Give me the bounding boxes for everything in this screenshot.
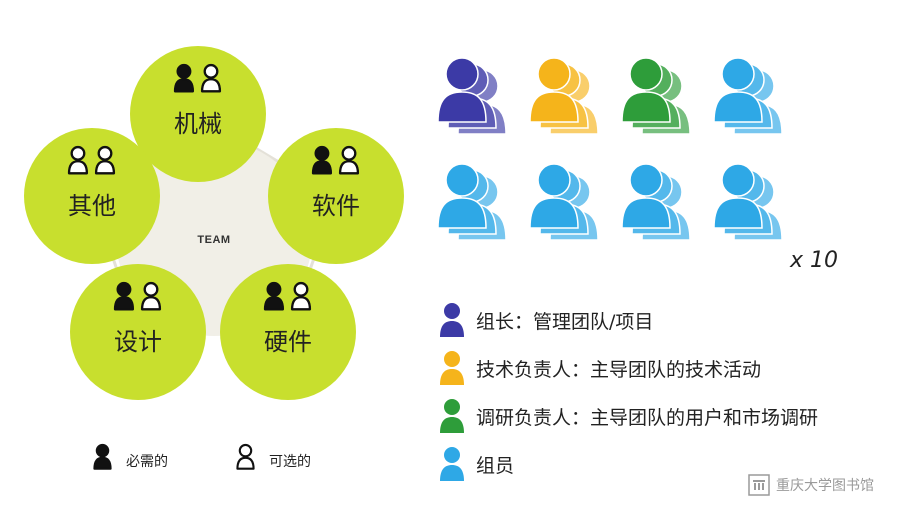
optional-person-icon	[290, 281, 312, 311]
role-item: 组员	[438, 440, 818, 488]
optional-person-icon	[200, 63, 222, 93]
discipline-circle	[268, 128, 404, 264]
role-description: 调研负责人：主导团队的用户和市场调研	[476, 406, 819, 429]
member-stack-icon	[621, 57, 691, 135]
legend-optional-label: 可选的	[269, 454, 311, 470]
discipline-node: 机械	[130, 46, 266, 182]
optional-person-icon	[94, 145, 116, 175]
discipline-label: 硬件	[264, 328, 312, 356]
discipline-node: 软件	[268, 128, 404, 264]
required-person-icon	[173, 63, 195, 93]
discipline-circle	[70, 264, 206, 400]
required-person-icon	[263, 281, 285, 311]
diagram-legend: 必需的 可选的	[93, 443, 311, 470]
member-stack-icon	[713, 163, 783, 241]
role-item: 调研负责人：主导团队的用户和市场调研	[438, 392, 818, 440]
role-person-icon	[440, 351, 464, 385]
role-description: 组长：管理团队/项目	[476, 310, 654, 333]
discipline-node: 硬件	[220, 264, 356, 400]
role-person-icon	[440, 447, 464, 481]
discipline-circle	[130, 46, 266, 182]
member-stack-icon	[437, 163, 507, 241]
discipline-circle	[220, 264, 356, 400]
required-person-icon	[311, 145, 333, 175]
role-person-icon	[440, 399, 464, 433]
optional-person-icon	[236, 443, 255, 470]
optional-person-icon	[338, 145, 360, 175]
team-center-label: TEAM	[197, 234, 230, 246]
member-stack-icon	[621, 163, 691, 241]
discipline-label: 机械	[174, 110, 222, 138]
member-grid	[437, 57, 783, 241]
role-item: 技术负责人：主导团队的技术活动	[438, 344, 818, 392]
member-multiplier: x 10	[790, 248, 839, 273]
discipline-label: 软件	[312, 192, 360, 220]
legend-required-icon	[93, 443, 112, 470]
role-description: 组员	[476, 454, 515, 477]
role-person-icon	[440, 303, 464, 337]
optional-person-icon	[140, 281, 162, 311]
discipline-label: 其他	[68, 192, 116, 220]
member-stack-icon	[529, 57, 599, 135]
required-person-icon	[93, 443, 112, 470]
watermark: 重庆大学图书馆	[748, 474, 874, 496]
member-stack-icon	[529, 163, 599, 241]
role-item: 组长：管理团队/项目	[438, 296, 818, 344]
member-stack-icon	[713, 57, 783, 135]
discipline-node: 其他	[24, 128, 160, 264]
watermark-text: 重庆大学图书馆	[776, 478, 874, 494]
library-logo-icon	[748, 474, 770, 496]
required-person-icon	[113, 281, 135, 311]
legend-required-label: 必需的	[126, 454, 168, 470]
role-legend: 组长：管理团队/项目技术负责人：主导团队的技术活动调研负责人：主导团队的用户和市…	[438, 296, 818, 488]
discipline-circle	[24, 128, 160, 264]
legend-optional-icon	[236, 443, 255, 470]
discipline-label: 设计	[114, 328, 162, 356]
role-description: 技术负责人：主导团队的技术活动	[476, 358, 762, 381]
member-stack-icon	[437, 57, 507, 135]
discipline-node: 设计	[70, 264, 206, 400]
optional-person-icon	[67, 145, 89, 175]
